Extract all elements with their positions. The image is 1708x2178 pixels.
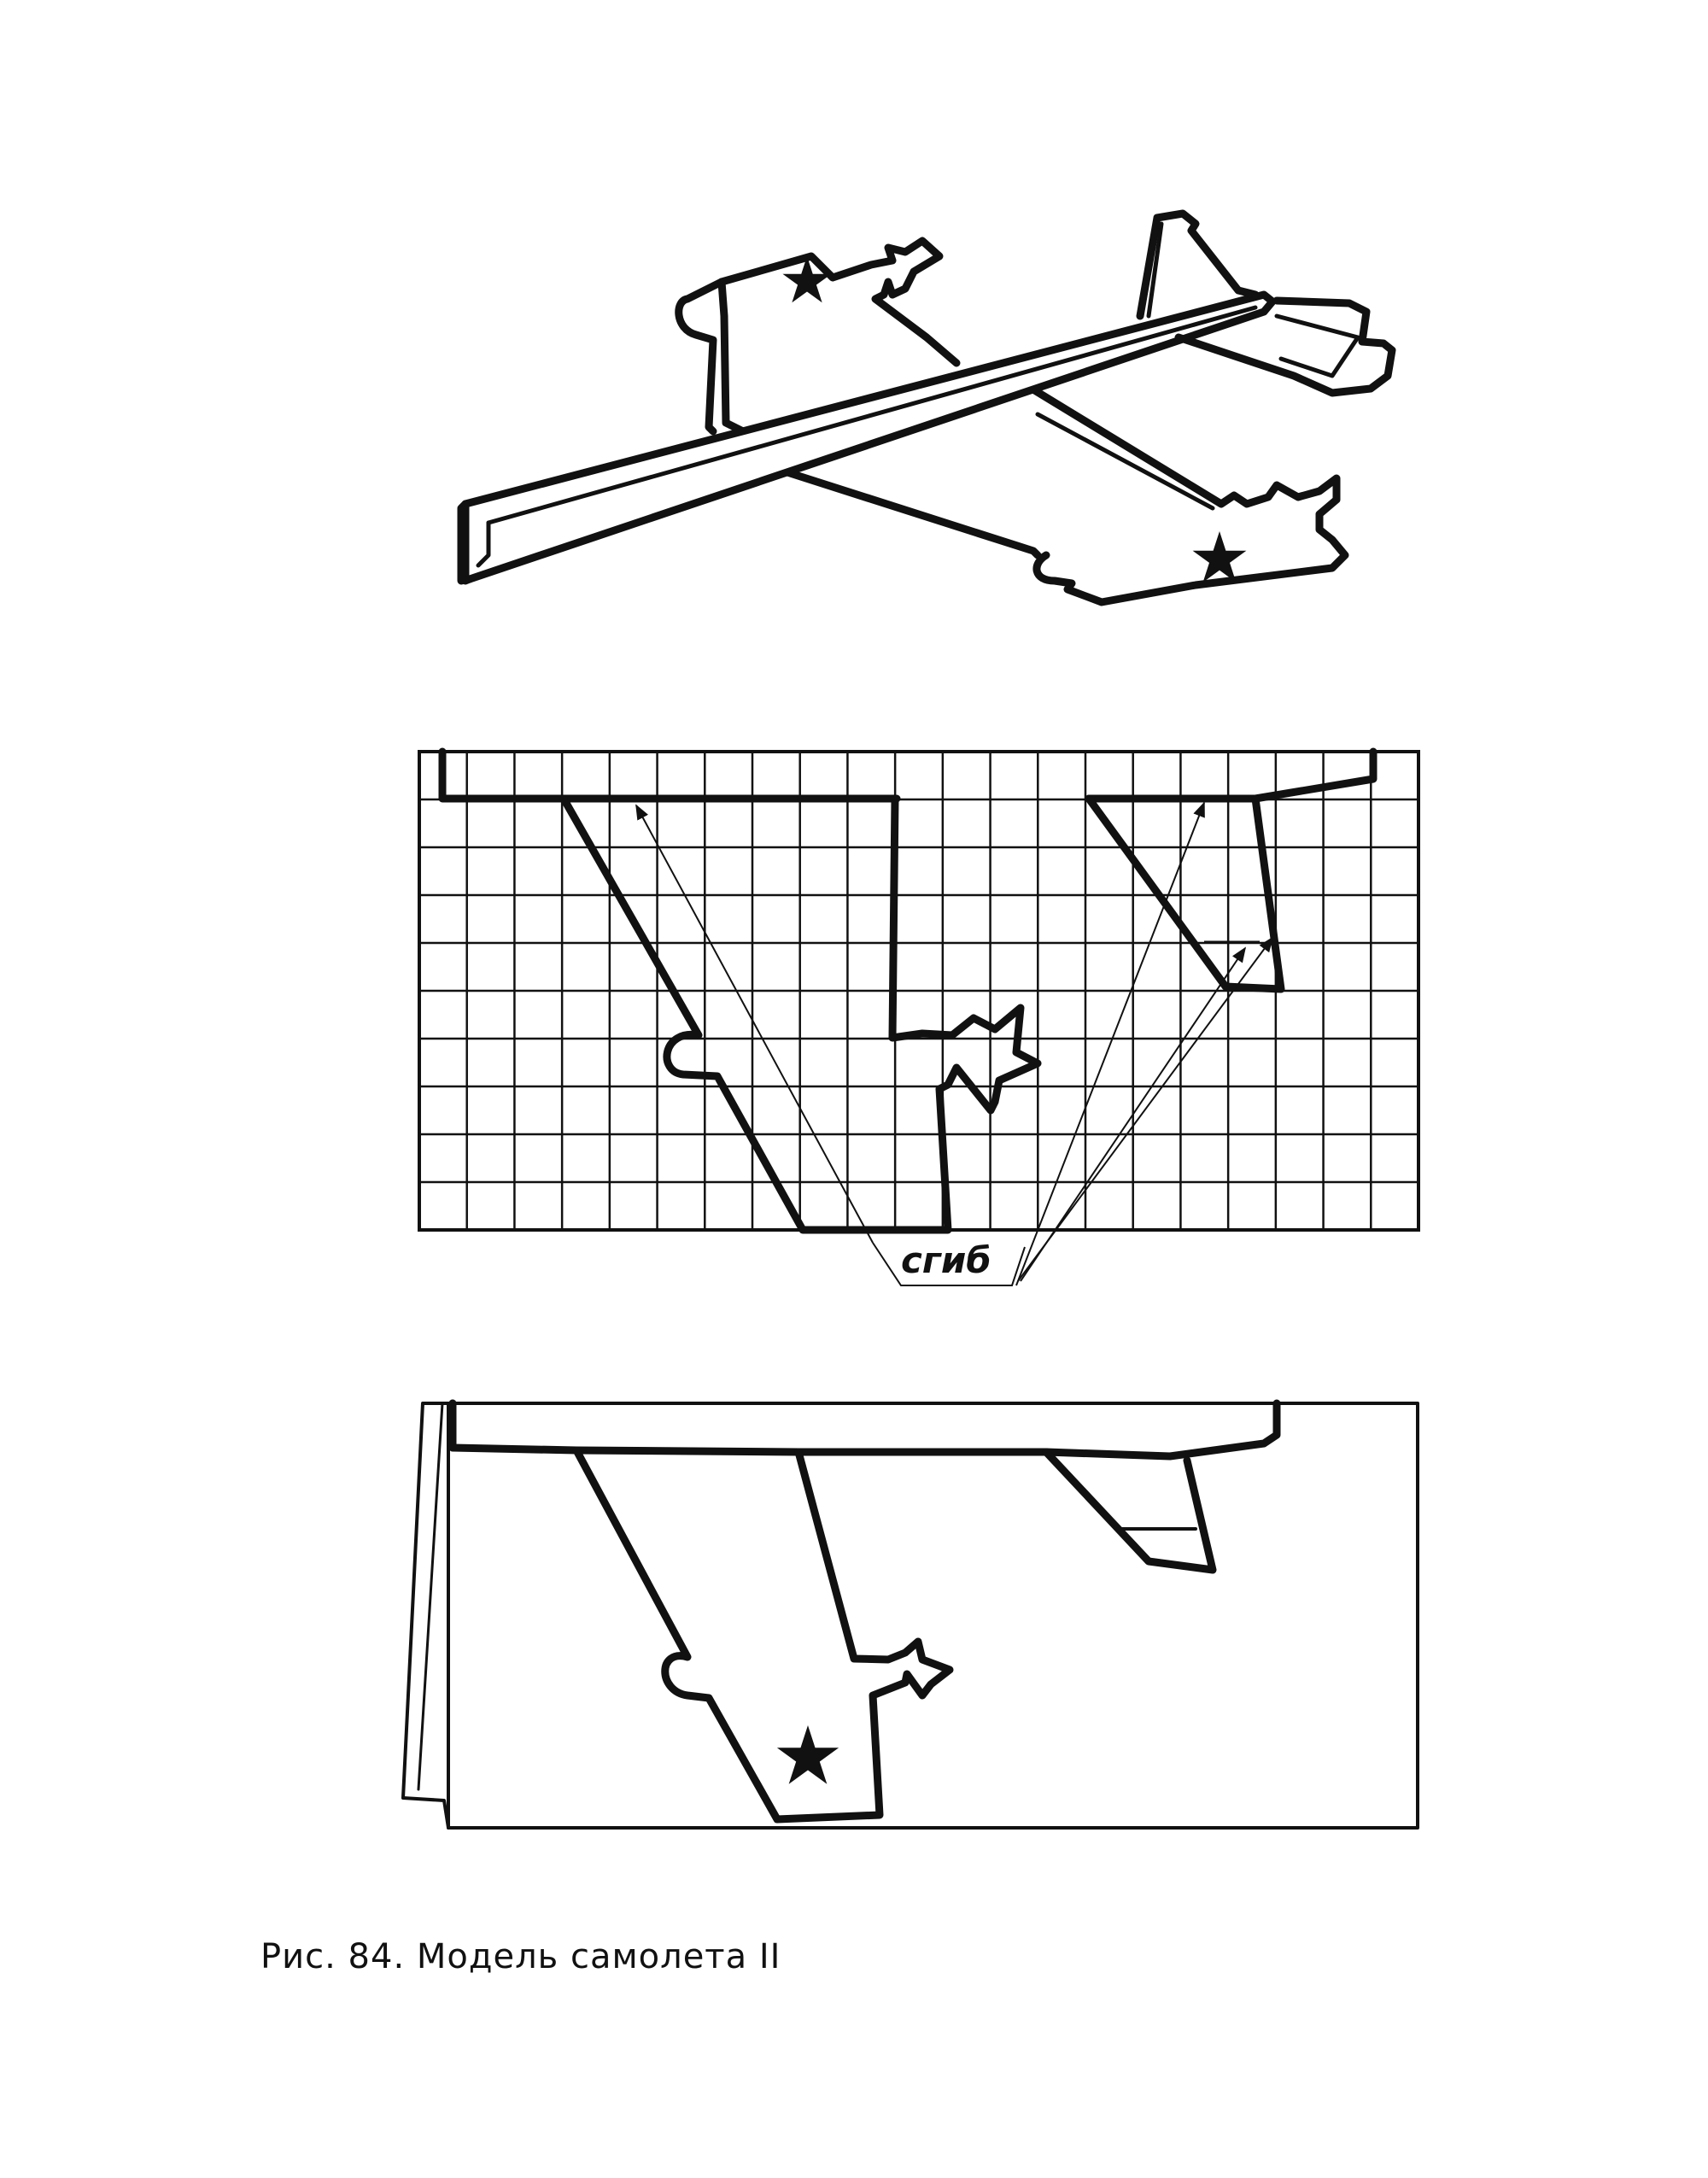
arrow-wing-right [1015,801,1205,1286]
pattern-wing-outline [559,794,1042,1234]
arrow-wing-left [635,804,874,1244]
folded-tail [1042,1448,1217,1574]
fold-label: сгиб [901,1239,991,1281]
sheet-back [401,1402,450,1830]
lower-wing [722,448,1042,559]
tail-fin [1136,209,1260,320]
figure-caption: Рис. 84. Модель самолета II [260,1937,781,1976]
folded-wing [572,1446,954,1824]
assembled-model-drawing [457,209,1396,606]
grid-pattern-diagram: сгиб [418,747,1420,1286]
arrow-tail-inner [1020,946,1247,1282]
folded-sheet-diagram [401,1399,1419,1830]
arrow-tail [1017,936,1274,1282]
upper-wing [675,278,773,448]
pattern-top-edge [438,747,1378,803]
fold-label-box [872,1242,1026,1286]
stabilizer [1174,296,1396,397]
pattern-tail-outline [1085,794,1285,993]
sheet-front [441,1402,1419,1830]
